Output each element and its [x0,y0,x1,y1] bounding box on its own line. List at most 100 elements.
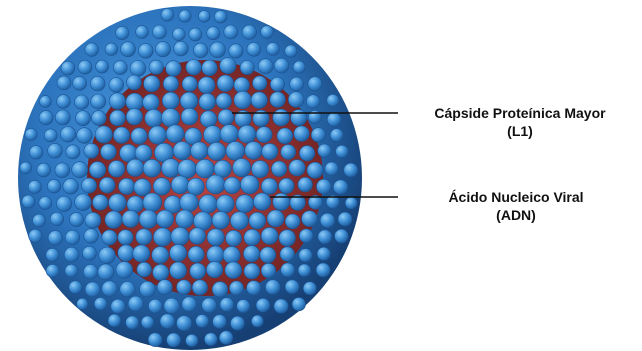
capsomere [216,93,232,109]
capsomere [212,282,228,298]
capsomere [330,129,343,142]
capsomere [65,230,80,245]
capsomere [164,298,180,314]
capsomere [176,210,194,228]
capsomere [318,144,331,157]
capsomere [120,282,135,297]
capsomere [261,227,278,244]
capsomere [171,176,189,194]
capsomere [261,178,277,194]
capsomere [56,196,71,211]
capsomere [237,300,250,313]
capsomere [236,195,254,213]
capsomere [113,61,127,75]
capsomere [316,179,331,194]
capsomere [247,42,261,56]
capsomere [292,298,305,311]
capsomere [306,95,320,109]
capsomere [84,229,99,244]
capsomere [267,210,284,227]
capsomere [111,299,125,313]
capsomere [249,212,266,229]
capsomere [192,280,207,295]
capsomere [273,109,290,126]
capsomere [148,333,162,347]
capsomere [202,298,217,313]
capsomere [220,57,236,73]
capsomere [116,26,129,39]
capsomere [118,245,135,262]
capsomere [135,145,152,162]
capsomere [25,128,37,140]
capsomere [73,76,87,90]
capsomere [240,175,259,194]
capsomere [105,211,122,228]
capsomere [177,316,192,331]
capsomere [167,333,181,347]
capsomere [182,76,197,91]
dna-label-line2: (ADN) [398,206,634,224]
capsomere [161,8,174,21]
capsomere [219,331,233,345]
capsomere [218,109,234,125]
capsomere [182,297,197,312]
capsid-label-line1: Cápside Proteínica Mayor [398,104,642,122]
capsomere [102,281,118,297]
capsomere [48,231,63,246]
capsomere [44,129,57,142]
capsomere [189,28,202,41]
capsomere [238,125,256,143]
capsomere [178,160,197,179]
capsomere [155,42,170,57]
capsomere [82,246,96,260]
capsomere [220,298,234,312]
capsomere [270,77,284,91]
capsomere [46,264,59,277]
capsomere [77,298,88,309]
capsomere [177,280,192,295]
capsomere [279,230,296,247]
capsomere [224,177,241,194]
capsomere [152,25,166,39]
capsomere [204,126,222,144]
capsomere [327,113,341,127]
capsomere [229,44,243,58]
capsomere [320,213,335,228]
capsomere [243,246,259,262]
capsomere [141,316,154,329]
capsomere [39,197,52,210]
capsomere [153,264,169,280]
capsomere [63,179,79,195]
capsomere [143,94,160,111]
capsomere [214,10,227,23]
capsomere [316,263,330,277]
capsomere [83,265,97,279]
capsomere [116,262,133,279]
capsomere [253,193,270,210]
capsomere [110,110,126,126]
capsomere [251,315,263,327]
capsomere [206,261,222,277]
capsomere [344,163,358,177]
capsomere [271,161,286,176]
capsomere [126,109,142,125]
capsid-label-line2: (L1) [398,122,642,140]
capsomere [143,193,162,212]
capsomere [109,194,127,212]
capsomere [256,127,272,143]
capsomere [171,227,189,245]
capsomere [196,315,209,328]
capsomere [108,314,121,327]
capsomere [279,178,294,193]
capsomere [69,212,83,226]
capsomere [253,76,267,90]
capsomere [258,59,273,74]
capsomere [113,127,129,143]
capsomere [131,128,147,144]
capsomere [213,315,227,329]
dna-label-line1: Ácido Nucleico Viral [398,188,634,206]
capsomere [285,45,297,57]
capsomere [75,194,92,211]
capsomere [336,145,349,158]
capsomere [109,78,124,93]
